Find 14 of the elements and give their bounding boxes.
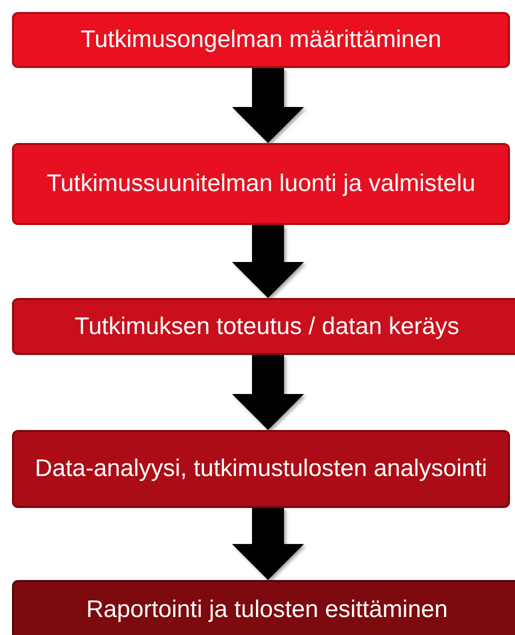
process-box: [12, 430, 510, 508]
step-label: Tutkimuksen toteutus / datan keräys: [74, 312, 460, 342]
process-box: [12, 143, 510, 225]
block-arrow: [232, 68, 304, 143]
step-label: Raportointi ja tulosten esittäminen: [86, 595, 448, 625]
process-box: [12, 298, 515, 355]
process-box: [12, 12, 510, 68]
process-box: [12, 580, 515, 635]
block-arrow: [232, 355, 304, 430]
block-arrow: [232, 225, 304, 298]
step-label: Data-analyysi, tutkimustulosten analysointi: [34, 454, 488, 484]
step-label: Tutkimussuunitelman luonti ja valmistelu: [46, 169, 476, 199]
block-arrow: [232, 508, 304, 580]
step-label: Tutkimusongelman määrittäminen: [80, 25, 442, 55]
